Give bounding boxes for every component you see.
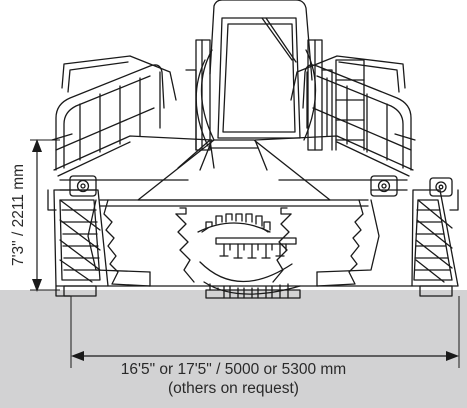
upper-rotor-teeth — [197, 213, 271, 233]
ground-band — [0, 290, 467, 408]
left-platform — [51, 55, 215, 197]
width-dimension-value: 16'5" or 17'5" / 5000 or 5300 mm — [120, 361, 347, 378]
cab — [185, 0, 365, 151]
machine-outline — [47, 0, 459, 299]
right-inner-profile — [272, 199, 364, 287]
height-dimension-label: 7'3" / 2211 mm — [10, 163, 27, 267]
width-arrow-right — [446, 351, 459, 361]
width-dimension-label: 16'5" or 17'5" / 5000 or 5300 mm (others… — [0, 360, 467, 398]
base-frame — [107, 271, 413, 287]
right-platform — [254, 55, 453, 197]
width-dimension-note: (others on request) — [168, 380, 299, 397]
right-track — [411, 189, 459, 297]
height-arrow-bottom — [32, 279, 42, 292]
height-dimension — [30, 139, 60, 292]
middle-rotor-bar — [215, 237, 297, 259]
left-track — [47, 189, 109, 297]
width-dimension — [70, 296, 460, 368]
left-inner-profile — [103, 199, 195, 287]
height-arrow-top — [32, 139, 42, 152]
central-body — [87, 139, 380, 273]
width-arrow-left — [71, 351, 84, 361]
